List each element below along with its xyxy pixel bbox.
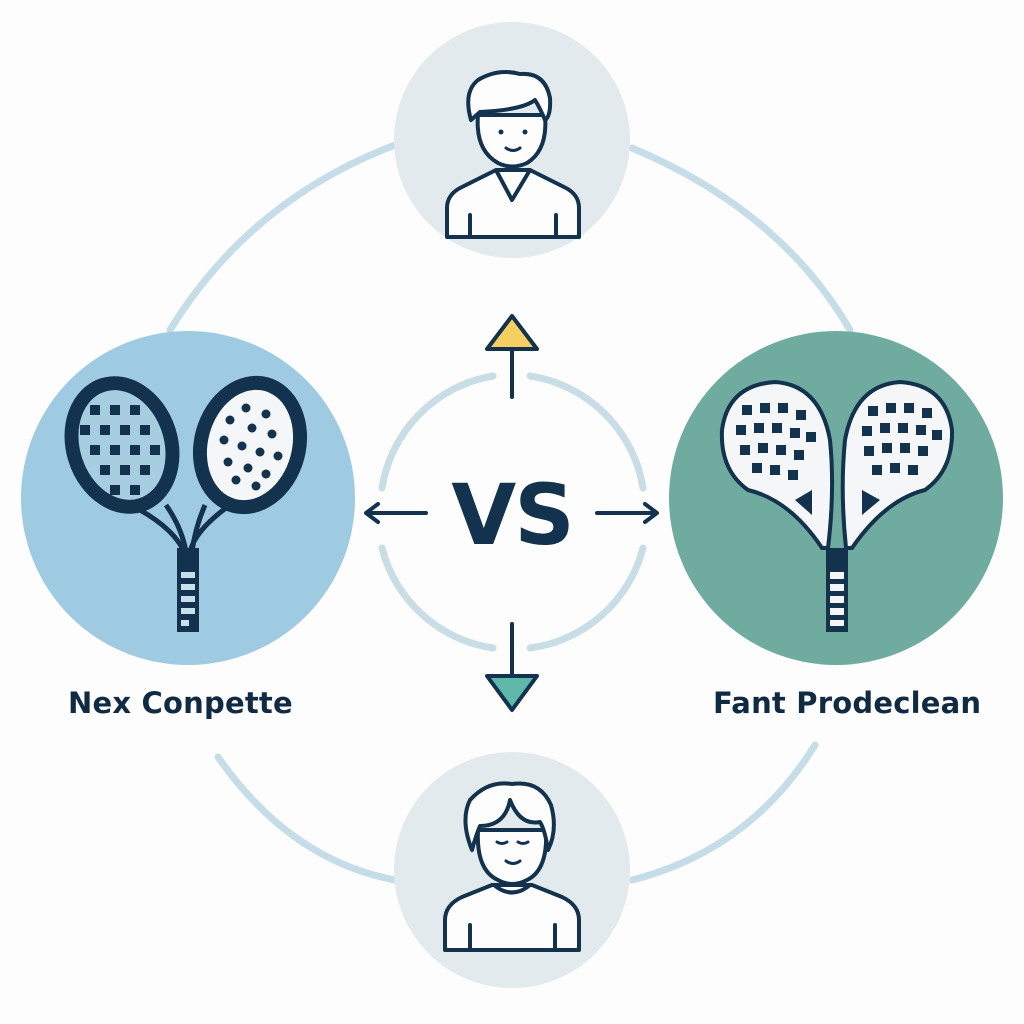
vs-label: VS xyxy=(451,466,575,564)
top-person-node xyxy=(394,22,630,258)
arrow-up-icon xyxy=(485,314,539,399)
person-icon xyxy=(445,70,581,239)
left-product-label: Nex Conpette xyxy=(68,686,293,720)
padel-rackets-icon xyxy=(719,379,955,632)
outer-ring xyxy=(166,141,854,884)
right-product-node[interactable] xyxy=(669,331,1003,665)
arrow-right-icon xyxy=(595,502,659,524)
arrow-left-icon xyxy=(364,502,428,524)
inner-ring xyxy=(378,372,647,652)
right-product-label: Fant Prodeclean xyxy=(713,686,982,720)
person-icon xyxy=(443,781,581,952)
bottom-person-node xyxy=(394,752,630,988)
left-product-node[interactable] xyxy=(21,331,355,665)
padel-rackets-icon xyxy=(64,375,308,632)
arrow-down-icon xyxy=(485,622,539,712)
